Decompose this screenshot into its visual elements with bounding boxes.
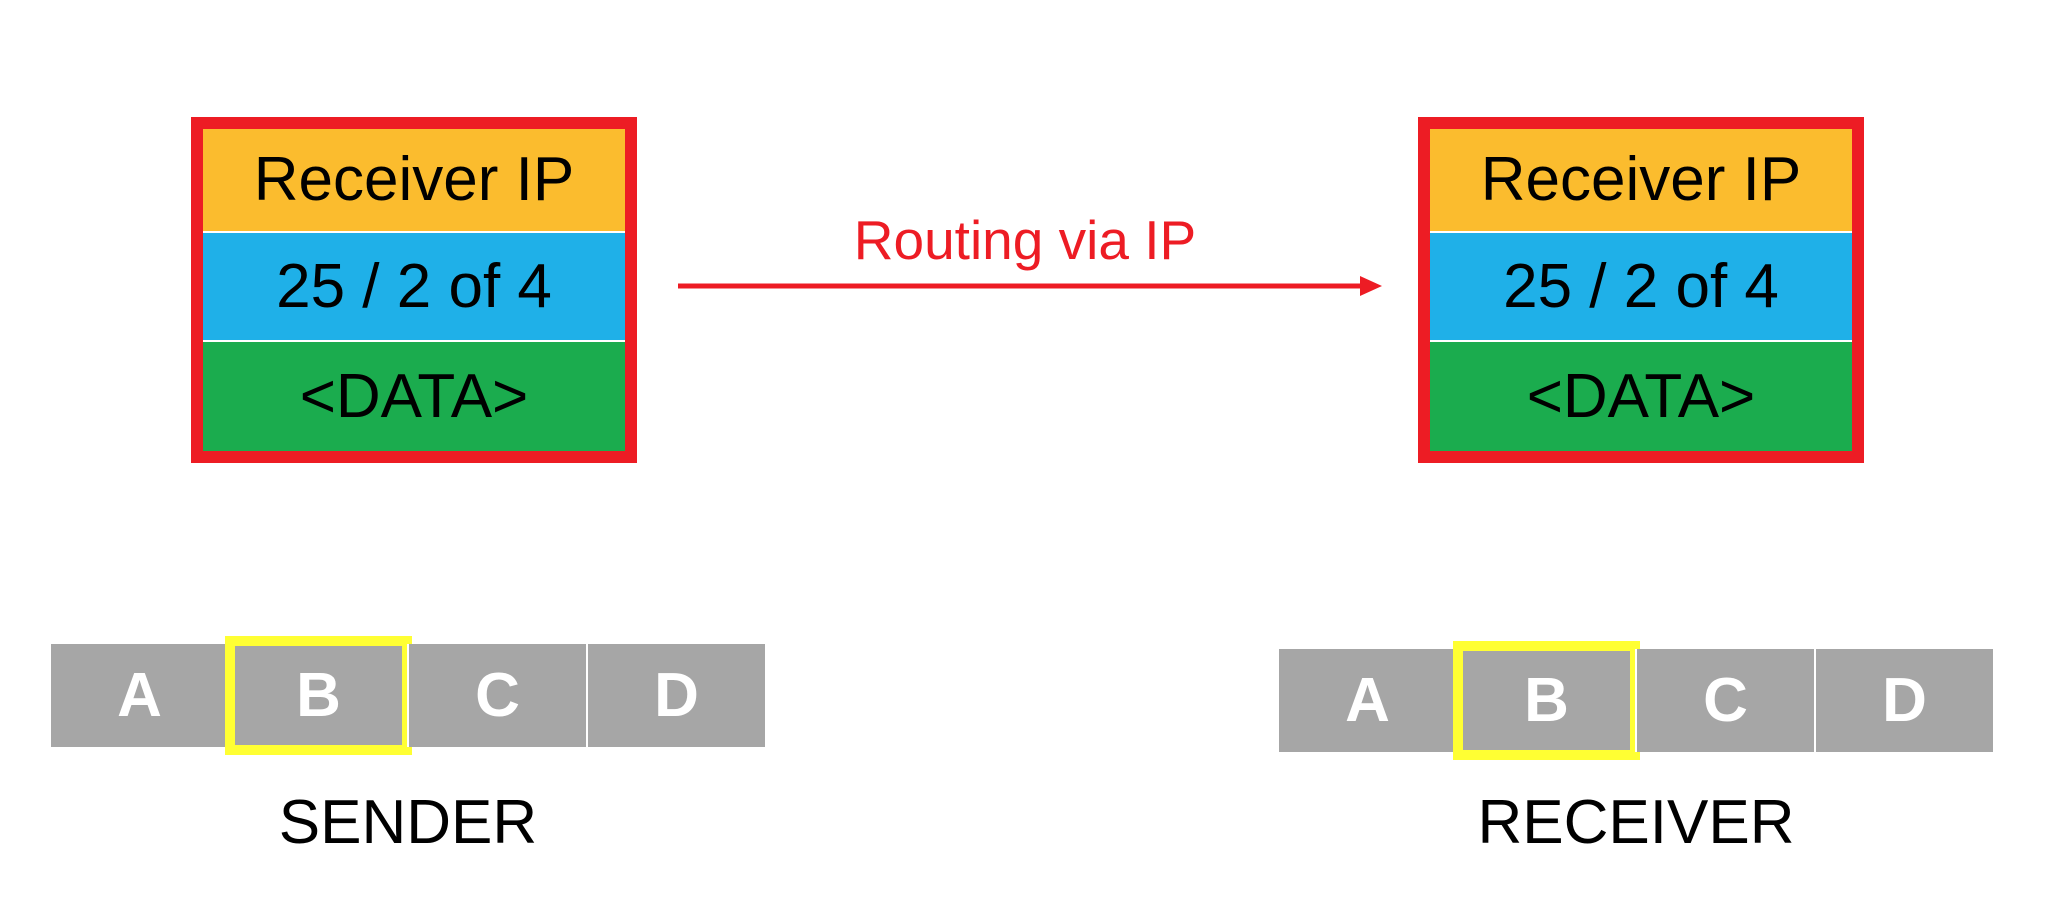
segment-d: D (1814, 649, 1993, 752)
packet-header-receiver-ip: Receiver IP (203, 129, 625, 231)
packet-sequence-info: 25 / 2 of 4 (1430, 231, 1852, 340)
segment-d: D (586, 644, 765, 747)
segment-c: C (407, 644, 586, 747)
sender-label: SENDER (278, 788, 538, 857)
receiver-label: RECEIVER (1477, 788, 1795, 857)
packet-header-receiver-ip: Receiver IP (1430, 129, 1852, 231)
sender-segment-strip: A B C D (51, 636, 765, 755)
segment-b-highlighted: B (1453, 641, 1640, 760)
packet-sequence-info: 25 / 2 of 4 (203, 231, 625, 340)
receiver-segment-strip: A B C D (1279, 641, 1993, 760)
packet-payload: <DATA> (1430, 340, 1852, 451)
segment-a: A (1279, 649, 1456, 752)
segment-b-highlighted: B (225, 636, 412, 755)
segment-a: A (51, 644, 228, 747)
routing-arrow-icon (678, 276, 1382, 296)
routing-label: Routing via IP (853, 209, 1197, 271)
packet-payload: <DATA> (203, 340, 625, 451)
sender-packet: Receiver IP 25 / 2 of 4 <DATA> (191, 117, 637, 463)
receiver-packet: Receiver IP 25 / 2 of 4 <DATA> (1418, 117, 1864, 463)
segment-c: C (1635, 649, 1814, 752)
